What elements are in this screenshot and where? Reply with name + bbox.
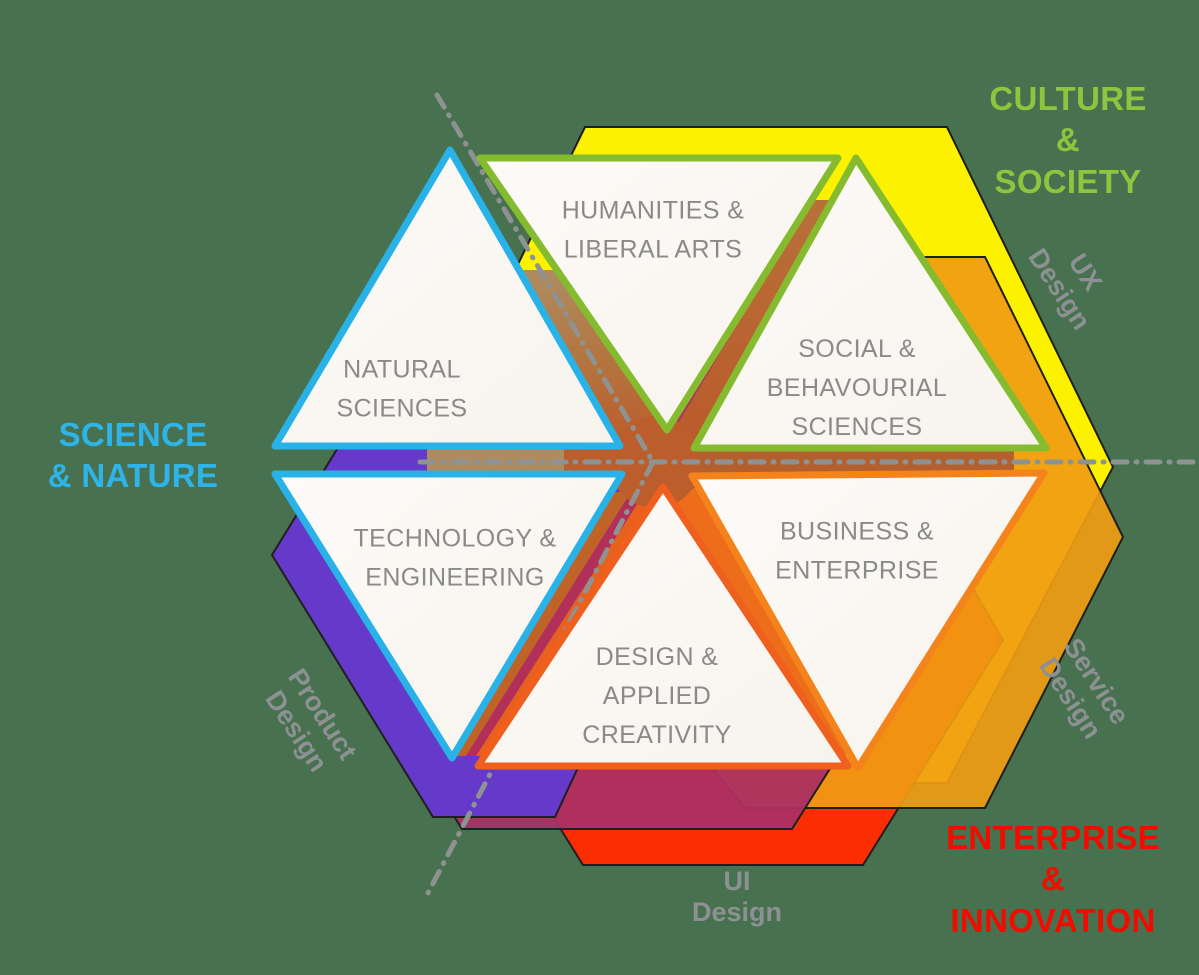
natural-sciences-triangle [271, 146, 624, 450]
overlap-arm-upper-right [664, 200, 834, 447]
overlap-arm-lower-left-outer [453, 492, 631, 756]
humanities-liberal-arts-triangle [476, 154, 842, 434]
social-behavourial-sciences-triangle [690, 154, 1050, 452]
design-applied-creativity-triangle [474, 483, 852, 770]
business-enterprise-triangle [688, 469, 1048, 772]
technology-engineering-triangle [271, 470, 626, 762]
axis-diagonal-upper-left [434, 92, 656, 465]
